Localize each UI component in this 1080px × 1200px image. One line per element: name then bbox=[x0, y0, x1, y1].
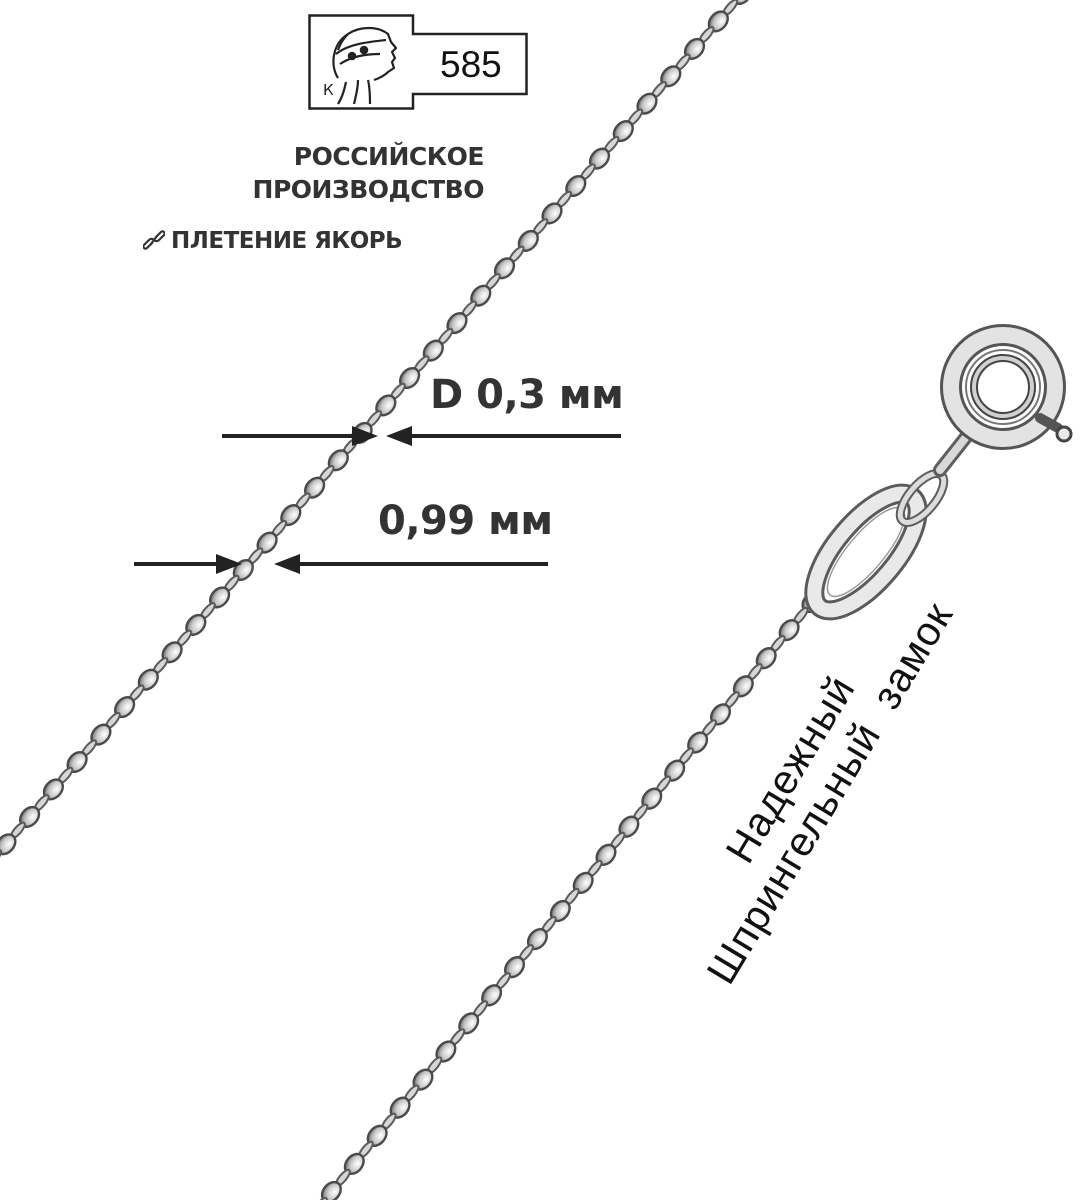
weave-label: ПЛЕТЕНИЕ ЯКОРЬ bbox=[142, 228, 403, 254]
link-icon bbox=[142, 229, 166, 253]
clasp-stem bbox=[933, 425, 977, 477]
spring-ring bbox=[940, 324, 1073, 450]
chain-link bbox=[320, 1180, 342, 1200]
assay-hallmark: К 585 bbox=[308, 14, 528, 110]
weave-text: ПЛЕТЕНИЕ ЯКОРЬ bbox=[171, 228, 403, 254]
link-width-label: 0,99 мм bbox=[378, 498, 553, 544]
wire-diameter-label: D 0,3 мм bbox=[430, 372, 624, 418]
origin-line-1: РОССИЙСКОЕ bbox=[293, 142, 485, 171]
chain-strand-left bbox=[0, 0, 753, 867]
chain-link bbox=[0, 833, 17, 856]
spring-ring-clasp bbox=[804, 324, 1073, 621]
chain-link bbox=[312, 1196, 328, 1200]
kokoshnik-profile-icon bbox=[332, 26, 398, 105]
link-width-arrows bbox=[134, 554, 548, 574]
hallmark-frame bbox=[308, 14, 528, 110]
origin-label: РОССИЙСКОЕ ПРОИЗВОДСТВО bbox=[240, 140, 485, 206]
origin-line-2: ПРОИЗВОДСТВО bbox=[252, 175, 485, 204]
hallmark-fineness: 585 bbox=[440, 44, 502, 85]
chain-link bbox=[0, 849, 3, 867]
oval-tag bbox=[804, 483, 928, 621]
wire-diameter-arrows bbox=[222, 426, 621, 446]
dimension-arrows bbox=[134, 426, 621, 574]
chain-strand-right bbox=[312, 590, 823, 1200]
hallmark-letter: К bbox=[323, 81, 334, 99]
